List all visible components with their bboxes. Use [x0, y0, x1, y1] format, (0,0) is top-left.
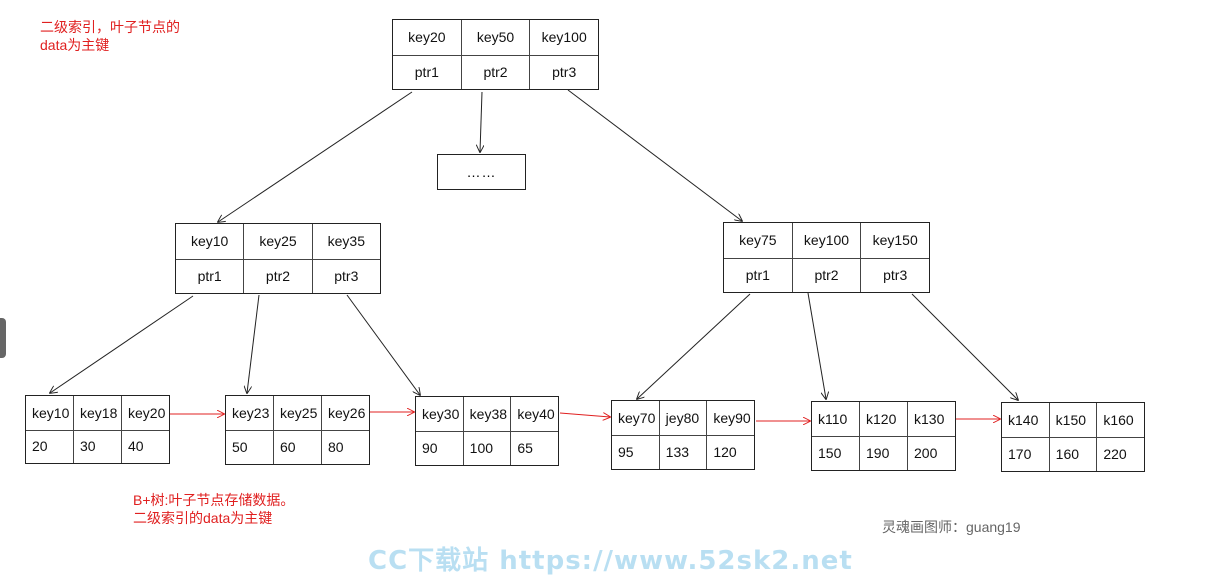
- leaf3-data-2: 100: [462, 431, 511, 465]
- leaf1-key-1: key10: [32, 404, 70, 421]
- root-ptr-3: ptr3: [529, 54, 598, 89]
- watermark-text: CC下载站 https://www.52sk2.net: [368, 546, 853, 576]
- right-ptr-1: ptr1: [745, 266, 770, 283]
- left-ptr-2: ptr2: [243, 258, 311, 293]
- leaf3-key-3: key40: [510, 397, 558, 431]
- leaf3-key-2: key38: [462, 397, 511, 431]
- middle-ellipsis-node: ……: [437, 154, 526, 190]
- leaf3-data-1: 90: [422, 440, 438, 456]
- leaf5-data-3: 200: [907, 436, 955, 470]
- leaf-node-4: key70 jey80 key90 95 133 120: [611, 400, 755, 470]
- root-ptr-1: ptr1: [414, 63, 439, 80]
- leaf4-key-1: key70: [618, 410, 656, 426]
- edge-right-leaf6: [911, 293, 1018, 400]
- leaf1-data-3: 40: [121, 429, 169, 463]
- edge-right-leaf4: [637, 293, 751, 399]
- note-bottom: B+树:叶子节点存储数据。 二级索引的data为主键: [133, 492, 295, 526]
- leaf3-data-3: 65: [510, 431, 558, 465]
- leaf-node-6: k140 k150 k160 170 160 220: [1001, 402, 1145, 472]
- right-ptr-3: ptr3: [860, 257, 929, 292]
- edge-left-leaf2: [247, 294, 260, 393]
- leaf4-key-2: jey80: [658, 401, 707, 435]
- edge-root-left: [218, 91, 413, 222]
- leaf6-key-1: k140: [1008, 412, 1039, 428]
- leaf2-data-2: 60: [273, 430, 321, 464]
- left-ptr-1: ptr1: [197, 267, 222, 284]
- leaf1-key-3: key20: [121, 396, 169, 430]
- right-key-3: key150: [860, 223, 929, 258]
- leaf4-data-1: 95: [618, 444, 634, 460]
- right-ptr-2: ptr2: [791, 257, 861, 292]
- left-key-1: key10: [190, 233, 229, 250]
- leaf6-data-3: 220: [1096, 437, 1144, 471]
- note-top-left: 二级索引，叶子节点的 data为主键: [40, 19, 180, 53]
- leaf5-data-1: 150: [818, 445, 842, 461]
- leaf5-key-1: k110: [818, 411, 848, 427]
- leaf2-key-3: key26: [321, 396, 369, 430]
- edge-right-leaf5: [807, 292, 826, 399]
- root-key-2: key50: [460, 20, 530, 55]
- leaf5-key-3: k130: [907, 402, 955, 436]
- edge-left-leaf1: [50, 295, 194, 393]
- edge-root-middle: [480, 91, 482, 152]
- leaf-node-2: key23 key25 key26 50 60 80: [225, 395, 370, 465]
- leaf-node-5: k110 k120 k130 150 190 200: [811, 401, 956, 471]
- leaf-node-1: key10 key18 key20 20 30 40: [25, 395, 170, 464]
- leaf3-key-1: key30: [422, 406, 460, 422]
- left-ptr-3: ptr3: [311, 258, 380, 293]
- edge-left-leaf3: [346, 294, 420, 395]
- leaf5-data-2: 190: [859, 436, 907, 470]
- leaf6-key-2: k150: [1048, 403, 1097, 437]
- leaf1-data-2: 30: [73, 429, 121, 463]
- leaf1-key-2: key18: [73, 396, 121, 430]
- leaf2-key-1: key23: [232, 405, 270, 421]
- leaf6-data-1: 170: [1008, 446, 1032, 462]
- leaf6-data-2: 160: [1048, 437, 1097, 471]
- left-key-2: key25: [243, 224, 311, 259]
- leaf4-data-2: 133: [658, 435, 707, 469]
- root-key-3: key100: [529, 20, 598, 55]
- leaf2-data-3: 80: [321, 430, 369, 464]
- root-node: key20 key50 key100 ptr1 ptr2 ptr3: [392, 19, 599, 90]
- leaf2-data-1: 50: [232, 439, 248, 455]
- right-internal-node: key75 key100 key150 ptr1 ptr2 ptr3: [723, 222, 930, 293]
- right-key-1: key75: [739, 232, 777, 249]
- leaf5-key-2: k120: [859, 402, 907, 436]
- root-ptr-2: ptr2: [460, 54, 530, 89]
- leaf6-key-3: k160: [1096, 403, 1144, 437]
- left-internal-node: key10 key25 key35 ptr1 ptr2 ptr3: [175, 223, 381, 294]
- leaf1-data-1: 20: [32, 438, 48, 455]
- leaf4-key-3: key90: [706, 401, 754, 435]
- leaf-node-3: key30 key38 key40 90 100 65: [415, 396, 559, 466]
- left-key-3: key35: [311, 224, 380, 259]
- right-key-2: key100: [791, 223, 861, 258]
- leaf-link-3: [559, 413, 610, 417]
- root-key-1: key20: [408, 29, 446, 46]
- leaf4-data-3: 120: [706, 435, 754, 469]
- side-scroll-tab[interactable]: [0, 318, 6, 358]
- credit-text: 灵魂画图师：guang19: [882, 519, 1021, 535]
- edge-root-right: [567, 89, 742, 221]
- leaf2-key-2: key25: [273, 396, 321, 430]
